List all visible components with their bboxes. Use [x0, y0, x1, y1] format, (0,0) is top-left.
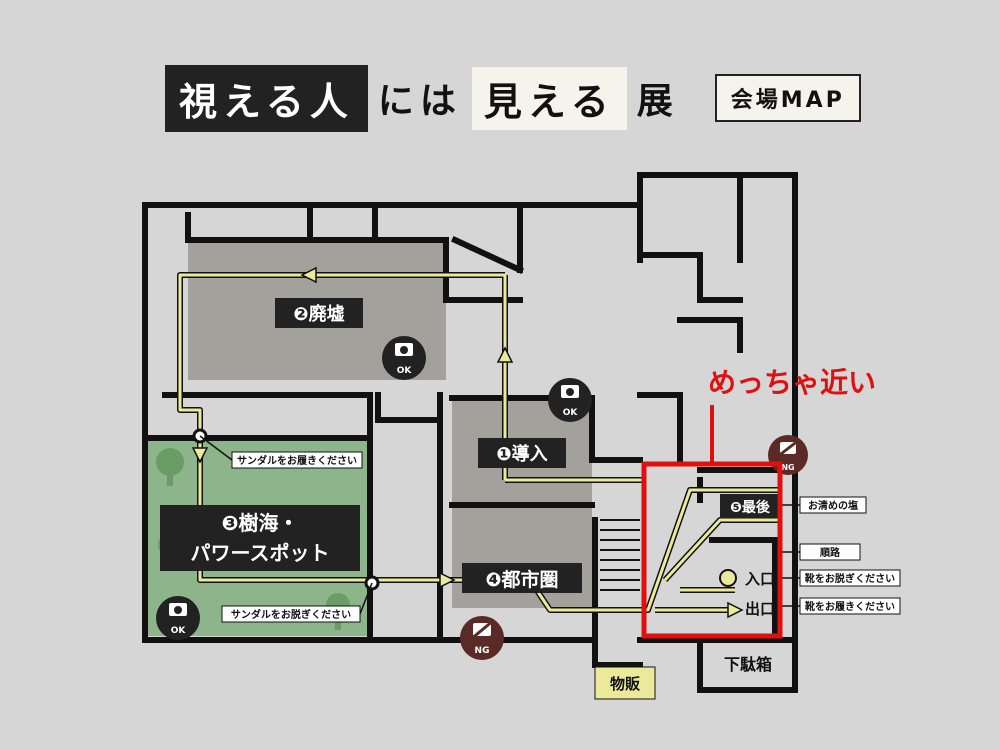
camera-ok-icon-forest: OK: [156, 596, 200, 640]
svg-text:OK: OK: [397, 366, 413, 376]
stairs: [600, 519, 640, 591]
title-part3: 見える: [471, 66, 627, 130]
note-sandal-put-on: サンダルをお履きください: [237, 454, 357, 467]
walls: [142, 172, 798, 693]
camera-ng-icon-last: NG: [768, 435, 808, 475]
camera-ok-icon-ruins: OK: [382, 336, 426, 380]
poster-title: 視える人 には 見える 展 会場MAP: [165, 64, 861, 132]
entrance-dot: [719, 569, 737, 587]
note-sandal-take-off: サンダルをお脱ぎください: [231, 608, 351, 621]
title-part2: には: [377, 81, 462, 122]
title-part4: 展: [636, 81, 679, 122]
exit-label: 出口: [745, 600, 775, 618]
camera-ng-icon-city: NG: [460, 616, 504, 660]
room-label-forest-2: パワースポット: [191, 541, 330, 565]
svg-text:OK: OK: [171, 626, 187, 636]
room-label-intro: ❶導入: [496, 443, 547, 465]
room-label-city: ❹都市圏: [485, 568, 558, 591]
note-shoes-put-on: 靴をお履きください: [805, 600, 895, 613]
room-label-forest-1: ❸樹海・: [222, 511, 299, 535]
route-arrow-exit: [727, 601, 744, 619]
shoe-box-label: 下駄箱: [724, 655, 772, 674]
svg-text:NG: NG: [475, 646, 490, 656]
route-arrow-left: [300, 266, 317, 284]
title-part1: 視える人: [165, 64, 368, 132]
note-purify-salt: お清めの塩: [808, 499, 858, 512]
route-arrow-up: [496, 346, 514, 363]
annotation-text: めっちゃ近い: [708, 366, 876, 399]
shop-label: 物販: [610, 675, 641, 693]
entrance-label: 入口: [745, 570, 775, 588]
camera-ok-icon-intro: OK: [548, 378, 592, 422]
annotation-box: [641, 461, 783, 639]
tree-icon: [156, 448, 184, 486]
room-label-last: ❺最後: [730, 499, 771, 516]
svg-text:NG: NG: [781, 463, 794, 472]
note-route: 順路: [819, 546, 841, 559]
note-shoes-take-off: 靴をお脱ぎください: [805, 572, 895, 585]
room-label-ruins: ❷廃墟: [293, 303, 344, 325]
svg-text:OK: OK: [563, 408, 579, 418]
venue-map-label: 会場MAP: [714, 74, 861, 122]
route-arrow-right: [439, 571, 456, 589]
route-arrow-down: [191, 447, 209, 464]
